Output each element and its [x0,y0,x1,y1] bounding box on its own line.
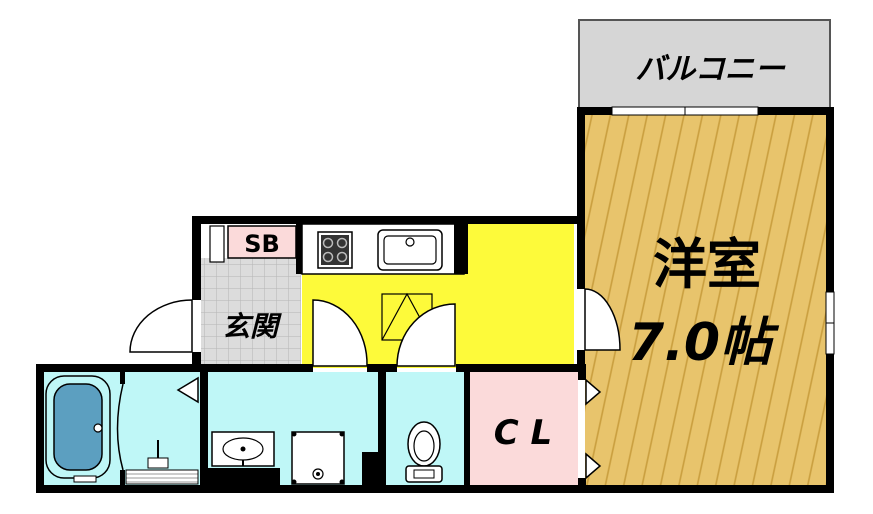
closet-label: C L [494,413,552,453]
entrance-storage [209,225,225,263]
doors [129,288,621,480]
sb-label: SB [244,230,280,258]
bathtub [45,375,111,483]
entrance-label: 玄関 [222,310,282,343]
stove [317,231,353,269]
entrance-floor [201,258,301,366]
toilet [405,421,443,483]
bath-folding-door [116,383,124,471]
shower [125,440,199,485]
closet-floor [470,372,578,485]
washing-machine-space [291,431,345,485]
western-room-label: 洋室 [653,233,761,296]
western-room-floor [585,115,826,485]
wash-basin [211,431,275,467]
balcony-label: バルコニー [635,52,785,87]
balcony-area [578,19,831,109]
kitchen-sink [377,229,443,271]
room-size-label: 7.0帖 [628,313,780,373]
